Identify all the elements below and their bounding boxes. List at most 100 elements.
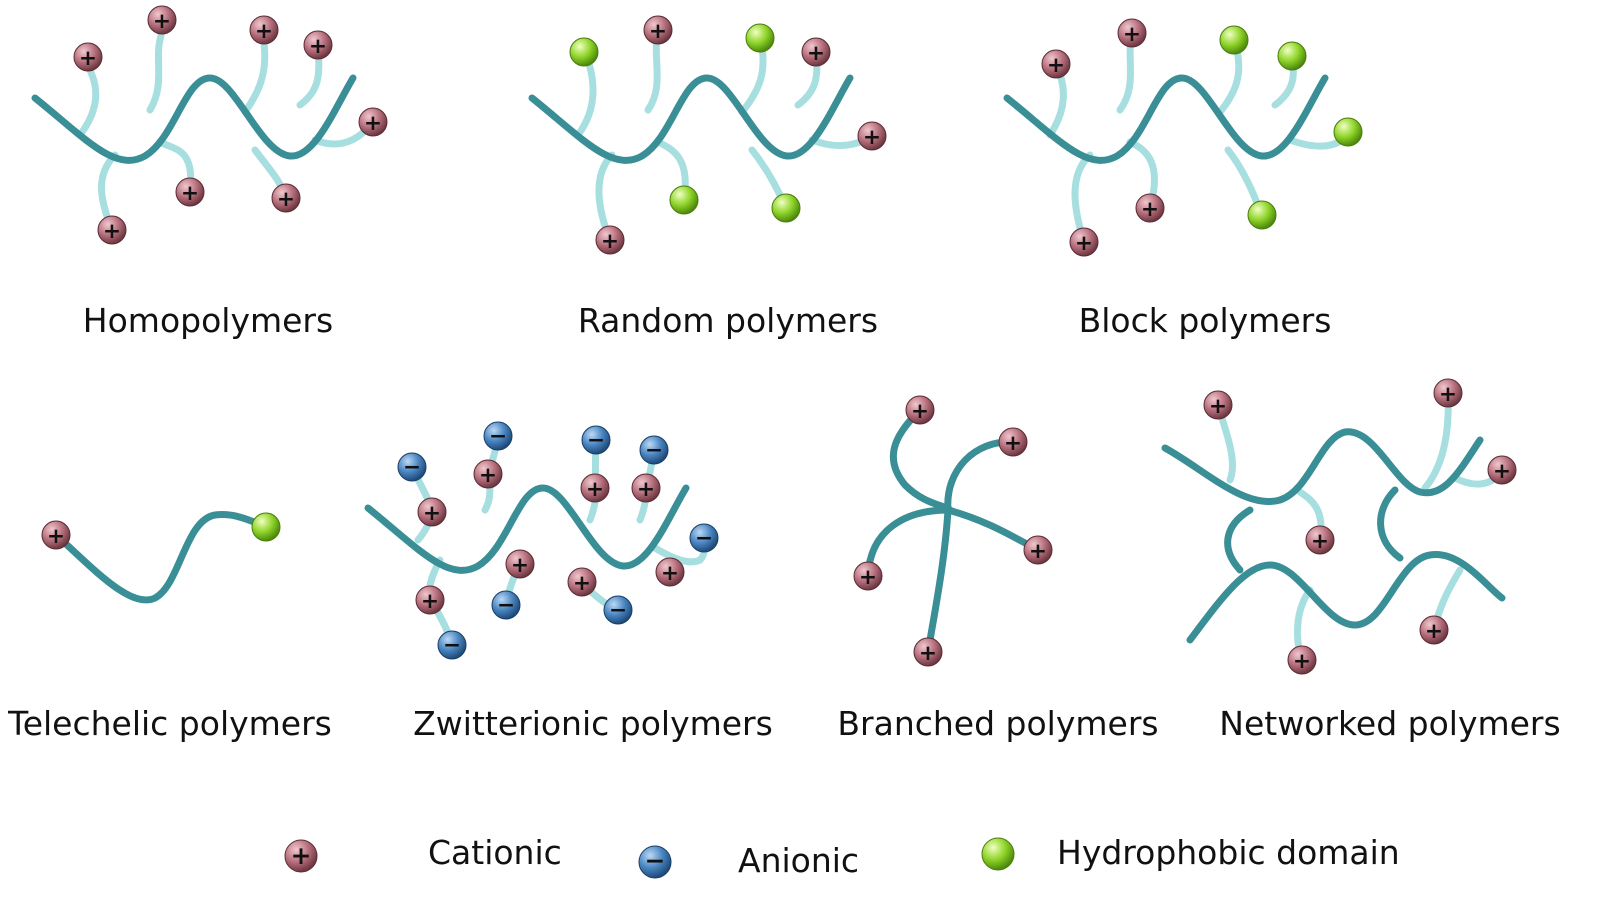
plus-sign: +: [863, 125, 881, 150]
hydrophobic-bead: [771, 193, 801, 223]
telechelic-backbone: [52, 510, 269, 604]
cationic-bead: +: [1135, 193, 1165, 223]
plus-sign: +: [153, 9, 171, 34]
label-branched-polymers: Branched polymers: [837, 704, 1159, 743]
anionic-bead: −: [581, 425, 611, 455]
plus-sign: +: [1311, 529, 1329, 554]
minus-sign: −: [645, 846, 666, 875]
minus-sign: −: [497, 593, 515, 618]
label-networked-polymers: Networked polymers: [1219, 704, 1561, 743]
cationic-bead: +: [801, 37, 831, 67]
plus-sign: +: [919, 641, 937, 666]
cationic-bead: +: [271, 183, 301, 213]
cationic-bead: +: [249, 15, 279, 45]
minus-sign: −: [489, 424, 507, 449]
minus-sign: −: [609, 598, 627, 623]
zwitterionic-backbone: [364, 484, 690, 574]
legend-cationic-icon: +: [284, 839, 318, 873]
plus-sign: +: [1293, 649, 1311, 674]
hydrophobic-bead: [1277, 41, 1307, 71]
minus-sign: −: [443, 633, 461, 658]
minus-sign: −: [695, 526, 713, 551]
hydrophobic-bead: [569, 37, 599, 67]
branched-arm: [864, 506, 952, 580]
anionic-bead: −: [491, 590, 521, 620]
hydrophobic-bead: [669, 185, 699, 215]
anionic-bead: −: [483, 421, 513, 451]
random-backbone: [528, 74, 854, 164]
plus-sign: +: [255, 19, 273, 44]
plus-sign: +: [1075, 231, 1093, 256]
plus-sign: +: [859, 565, 877, 590]
block-backbone: [1003, 74, 1329, 164]
plus-sign: +: [807, 41, 825, 66]
minus-sign: −: [645, 438, 663, 463]
cationic-bead: +: [857, 121, 887, 151]
hydrophobic-bead: [745, 23, 775, 53]
legend-cationic-label: Cationic: [428, 833, 562, 872]
cationic-bead: +: [1419, 615, 1449, 645]
cationic-bead: +: [417, 497, 447, 527]
plus-sign: +: [309, 34, 327, 59]
label-homopolymers: Homopolymers: [82, 301, 334, 340]
anionic-bead: −: [437, 630, 467, 660]
cationic-bead: +: [1487, 455, 1517, 485]
legend-anionic-label: Anionic: [738, 841, 860, 880]
cationic-bead: +: [998, 427, 1028, 457]
plus-sign: +: [1141, 197, 1159, 222]
homopolymer-backbone: [31, 74, 357, 164]
cationic-bead: +: [303, 30, 333, 60]
plus-sign: +: [511, 553, 529, 578]
cationic-bead: +: [595, 225, 625, 255]
plus-sign: +: [1029, 539, 1047, 564]
legend-anionic-icon: −: [638, 845, 672, 879]
legend-hydrophobic-label: Hydrophobic domain: [1057, 833, 1400, 872]
cationic-bead: +: [1041, 49, 1071, 79]
cationic-bead: +: [631, 473, 661, 503]
branched-arm: [889, 406, 954, 514]
branched-arm: [944, 506, 1042, 554]
plus-sign: +: [911, 399, 929, 424]
plus-sign: +: [649, 19, 667, 44]
plus-sign: +: [586, 477, 604, 502]
cationic-bead: +: [853, 561, 883, 591]
anionic-bead: −: [689, 523, 719, 553]
cationic-bead: +: [1287, 645, 1317, 675]
plus-sign: +: [1439, 382, 1457, 407]
cationic-bead: +: [643, 15, 673, 45]
hydrophobic-bead: [1247, 200, 1277, 230]
network-crosslink: [1377, 486, 1404, 562]
minus-sign: −: [587, 428, 605, 453]
plus-sign: +: [573, 571, 591, 596]
plus-sign: +: [661, 561, 679, 586]
cationic-bead: +: [905, 395, 935, 425]
cationic-bead: +: [580, 473, 610, 503]
anionic-bead: −: [397, 452, 427, 482]
cationic-bead: +: [1203, 390, 1233, 420]
cationic-bead: +: [97, 215, 127, 245]
cationic-bead: +: [1069, 227, 1099, 257]
plus-sign: +: [601, 229, 619, 254]
plus-sign: +: [1425, 619, 1443, 644]
cationic-bead: +: [1117, 18, 1147, 48]
hydrophobic-bead: [1333, 117, 1363, 147]
plus-sign: +: [423, 501, 441, 526]
cationic-bead: +: [358, 107, 388, 137]
minus-sign: −: [403, 455, 421, 480]
plus-sign: +: [637, 477, 655, 502]
plus-sign: +: [1123, 22, 1141, 47]
network-backbone-top: [1161, 428, 1484, 505]
plus-sign: +: [421, 589, 439, 614]
cationic-bead: +: [73, 42, 103, 72]
plus-sign: +: [291, 841, 312, 870]
cationic-bead: +: [473, 459, 503, 489]
network-backbone-bottom: [1186, 551, 1506, 644]
plus-sign: +: [364, 111, 382, 136]
cationic-bead: +: [567, 567, 597, 597]
plus-sign: +: [79, 46, 97, 71]
plus-sign: +: [1493, 459, 1511, 484]
cationic-bead: +: [415, 585, 445, 615]
label-random-polymers: Random polymers: [577, 301, 879, 340]
cationic-bead: +: [505, 549, 535, 579]
